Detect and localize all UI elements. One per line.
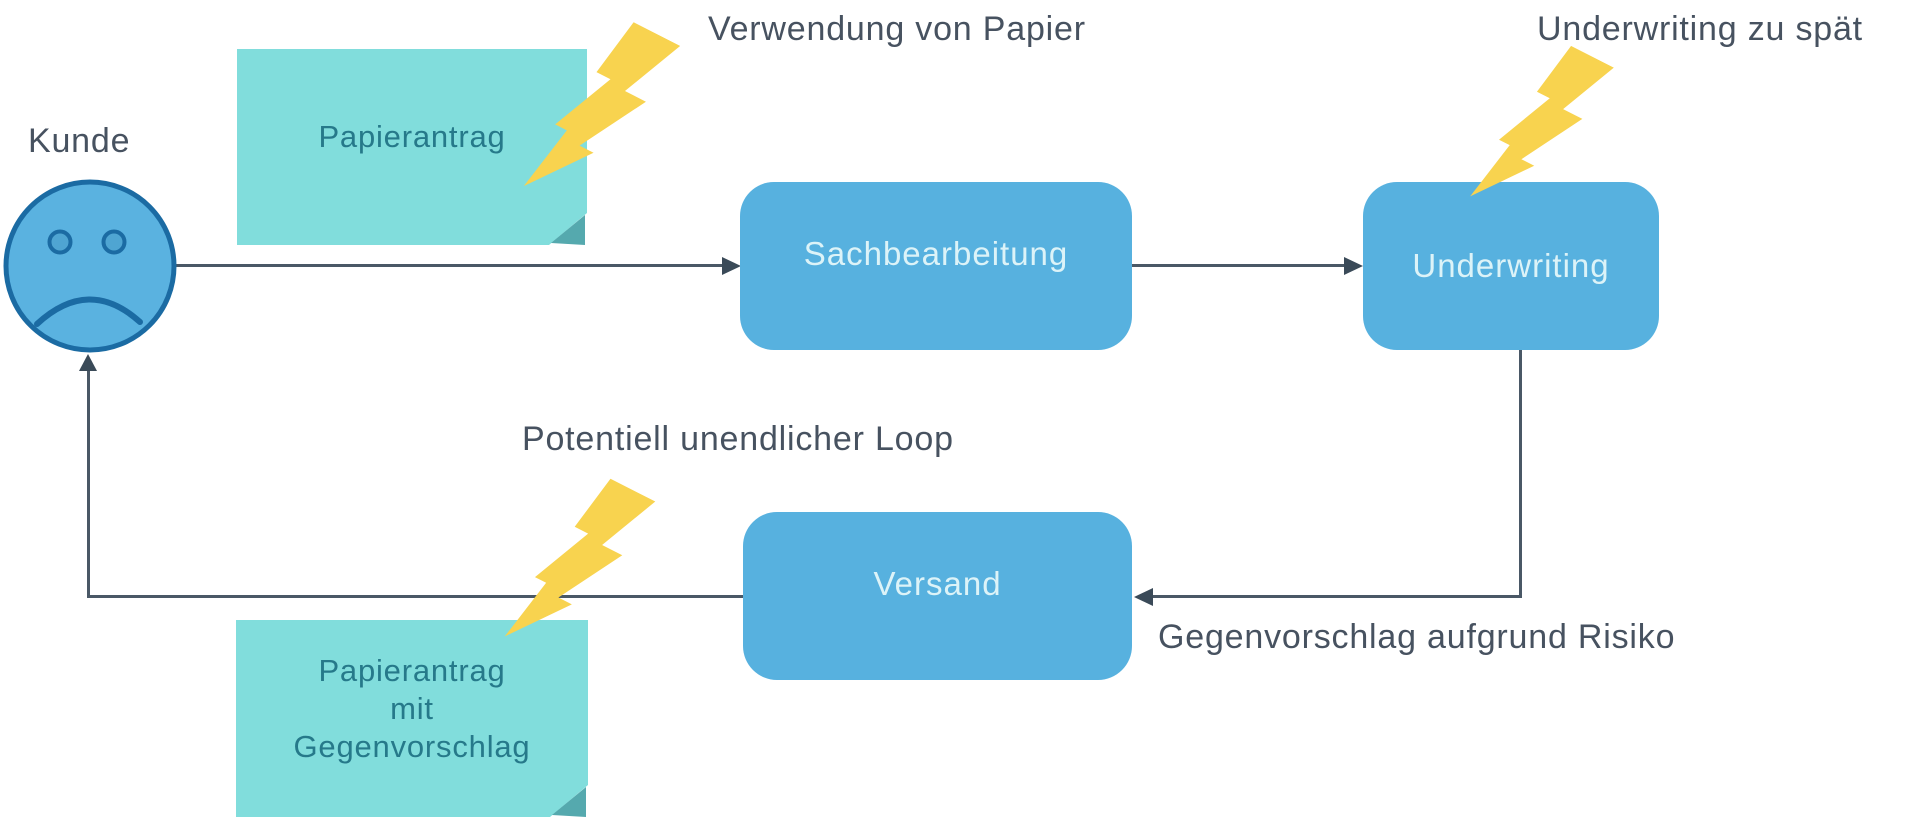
connector-sachbearbeitung-to-underwriting: [1132, 264, 1346, 267]
connector-kunde-to-sachbearbeitung: [176, 264, 723, 267]
sticky-note-papierantrag: Papierantrag: [237, 49, 587, 245]
sticky-note-gegenvorschlag-text: Papierantrag mit Gegenvorschlag: [294, 652, 531, 766]
lightning-bolt-icon-papier: [523, 22, 681, 187]
connector-underwriting-to-versand: [1153, 595, 1522, 598]
connector-underwriting-down: [1519, 350, 1522, 598]
sticky-note-fold-corner-icon: [551, 215, 585, 245]
kunde-label: Kunde: [28, 122, 131, 160]
sticky-note-papierantrag-gegenvorschlag: Papierantrag mit Gegenvorschlag: [236, 620, 588, 817]
pain-label-gegenvorschlag-aufgrund-risiko: Gegenvorschlag aufgrund Risiko: [1158, 618, 1676, 656]
connector-versand-to-left: [87, 595, 743, 598]
arrowhead-into-kunde: [79, 354, 97, 371]
sachbearbeitung-label: Sachbearbeitung: [803, 235, 1069, 272]
versand-label: Versand: [873, 565, 1002, 602]
process-box-sachbearbeitung: Sachbearbeitung: [740, 182, 1132, 350]
note2-line3: Gegenvorschlag: [293, 728, 531, 764]
pain-label-verwendung-von-papier: Verwendung von Papier: [708, 10, 1086, 48]
lightning-bolt-icon-underwriting: [1470, 45, 1614, 197]
lightning-bolt-icon-loop: [504, 478, 656, 637]
process-box-underwriting: Underwriting: [1363, 182, 1659, 350]
process-box-versand: Versand: [743, 512, 1132, 680]
note2-line1: Papierantrag: [318, 652, 506, 688]
pain-label-potentiell-unendlicher-loop: Potentiell unendlicher Loop: [522, 420, 954, 458]
sticky-note-fold-corner-icon: [552, 787, 586, 817]
arrowhead-into-sachbearbeitung: [722, 257, 741, 275]
pain-label-underwriting-zu-spaet: Underwriting zu spät: [1537, 10, 1863, 48]
connector-loop-up-to-kunde: [87, 370, 90, 597]
sad-customer-face-icon: [3, 179, 177, 353]
arrowhead-into-underwriting: [1344, 257, 1363, 275]
underwriting-label: Underwriting: [1412, 247, 1610, 284]
note2-line2: mit: [390, 690, 434, 726]
sticky-note-papierantrag-text: Papierantrag: [318, 119, 506, 154]
arrowhead-into-versand: [1134, 588, 1153, 606]
